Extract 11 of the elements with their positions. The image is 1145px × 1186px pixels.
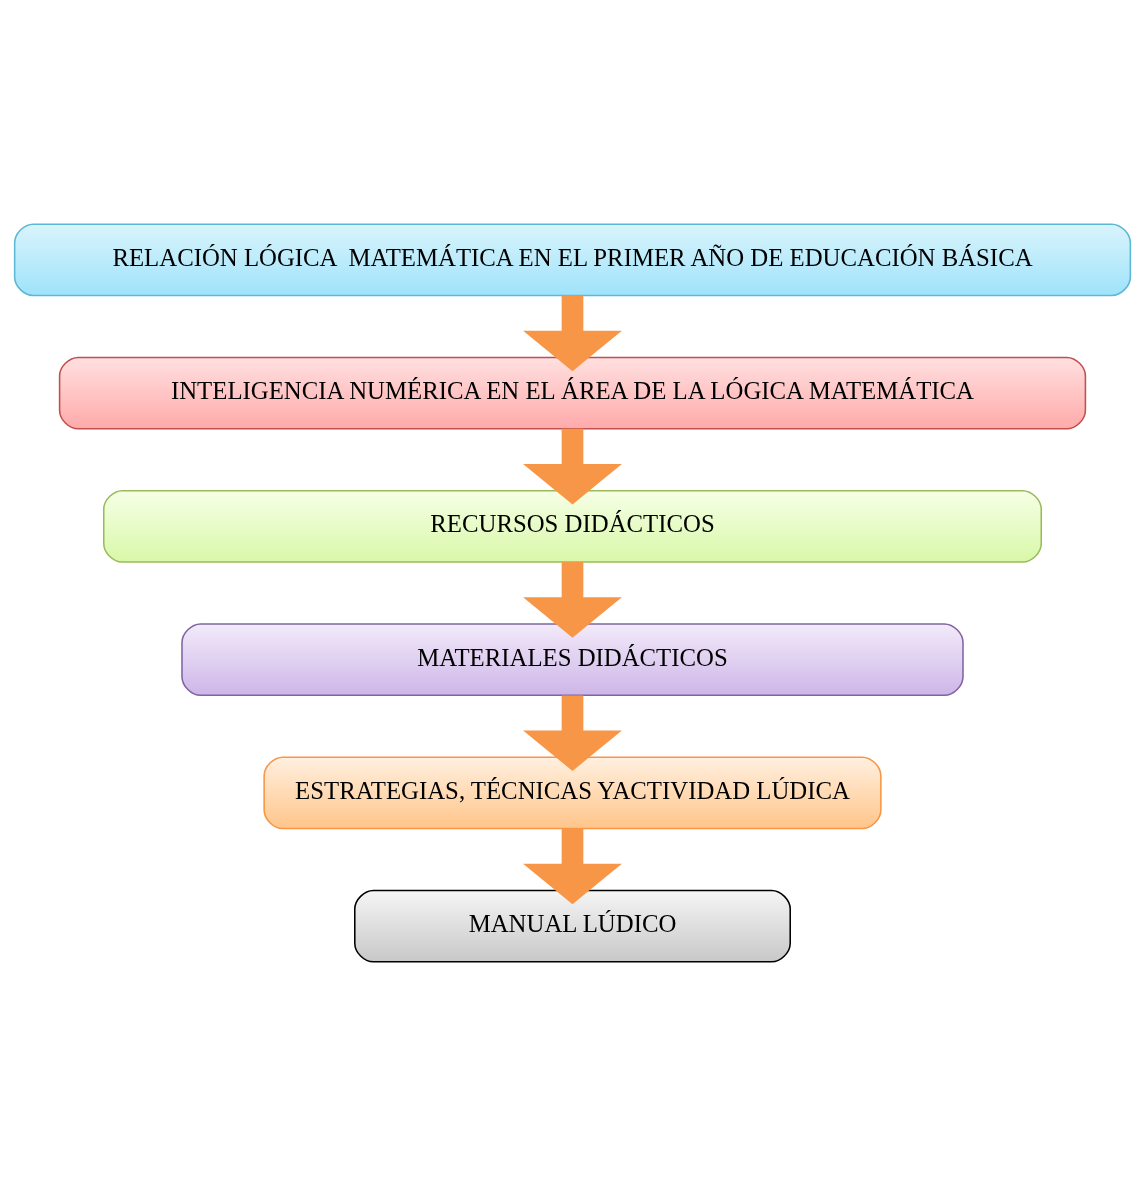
arrow: [523, 828, 622, 905]
node-box: RELACIÓN LÓGICA MATEMÁTICA EN EL PRIMER AÑO DE EDUCACIÓN BÁSICA: [13, 223, 1132, 297]
node-box: INTELIGENCIA NUMÉRICA EN EL ÁREA DE LA LÓGICA MATEMÁTICA: [58, 356, 1087, 430]
arrow: [523, 562, 622, 638]
node-box: RECURSOS DIDÁCTICOS: [102, 489, 1043, 563]
arrow: [523, 428, 622, 505]
arrow: [523, 295, 622, 372]
node-box: ESTRATEGIAS, TÉCNICAS YACTIVIDAD LÚDICA: [263, 756, 882, 830]
arrow: [523, 695, 622, 771]
node-box: MANUAL LÚDICO: [354, 889, 791, 963]
node-box: MATERIALES DIDÁCTICOS: [181, 623, 964, 697]
